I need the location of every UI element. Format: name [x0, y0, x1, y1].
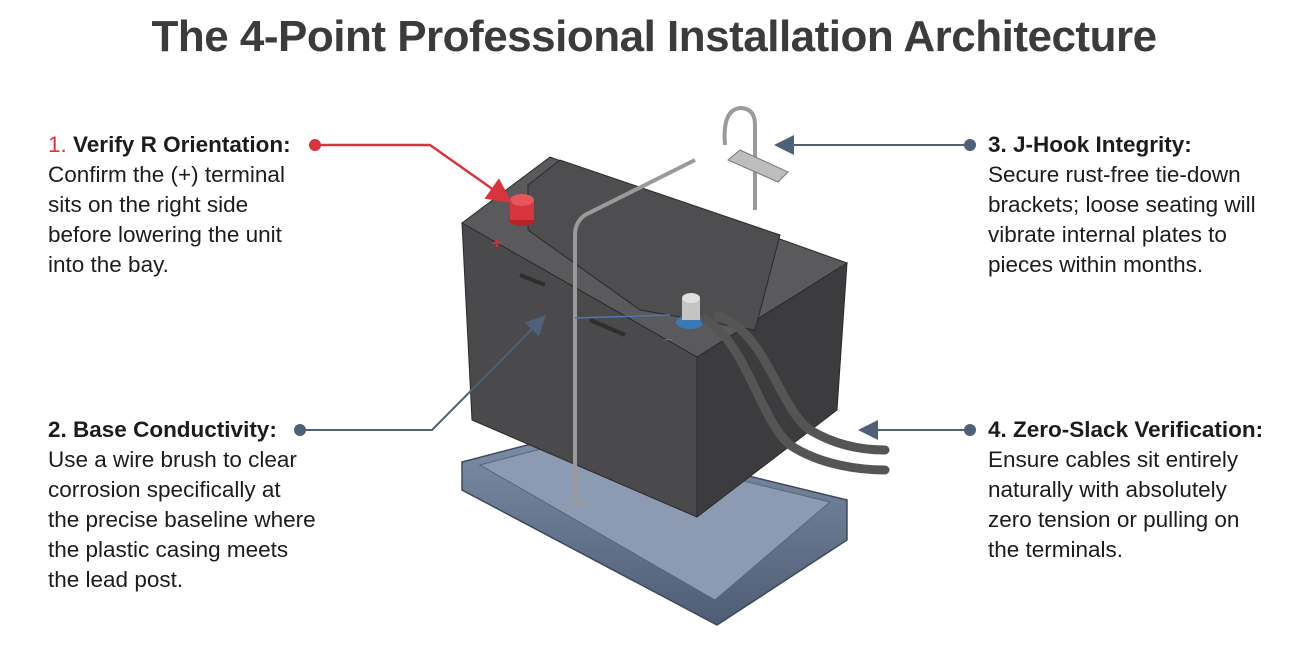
callout-text: vibrate internal plates to [988, 222, 1227, 247]
callout-line-1 [309, 139, 513, 203]
callout-text: the terminals. [988, 537, 1124, 562]
callout-text: into the bay. [48, 252, 169, 277]
page-title: The 4-Point Professional Installation Ar… [151, 12, 1157, 61]
callout-line-4 [858, 420, 976, 440]
callout-j-hook-integrity: 3. J-Hook Integrity: Secure rust-free ti… [988, 130, 1298, 280]
callout-heading: J-Hook Integrity: [1013, 132, 1192, 157]
callout-text: the plastic casing meets [48, 537, 289, 562]
positive-symbol: + [492, 235, 501, 252]
callout-zero-slack: 4. Zero-Slack Verification: Ensure cable… [988, 415, 1298, 565]
callout-text: Secure rust-free tie-down [988, 162, 1241, 187]
negative-symbol: − [664, 332, 673, 349]
callout-text: zero tension or pulling on [988, 507, 1240, 532]
callout-heading: Zero-Slack Verification: [1013, 417, 1264, 442]
callout-number: 4. [988, 417, 1007, 442]
callout-text: corrosion specifically at [48, 477, 281, 502]
callout-text: Ensure cables sit entirely [988, 447, 1239, 472]
callout-text: pieces within months. [988, 252, 1204, 277]
callout-text: Use a wire brush to clear [48, 447, 297, 472]
callout-verify-orientation: 1. Verify R Orientation: Confirm the (+)… [48, 130, 368, 280]
negative-terminal: − [664, 293, 704, 349]
positive-terminal: + [492, 194, 535, 252]
callout-text: naturally with absolutely [988, 477, 1227, 502]
callout-heading: Verify R Orientation: [73, 132, 291, 157]
callout-number: 2. [48, 417, 67, 442]
battery-body [461, 156, 849, 519]
callout-line-3 [774, 135, 976, 155]
callout-text: brackets; loose seating will [988, 192, 1256, 217]
callout-text: the precise baseline where [48, 507, 316, 532]
callout-text: Confirm the (+) terminal [48, 162, 285, 187]
battery-cables [700, 311, 890, 475]
callout-text: sits on the right side [48, 192, 249, 217]
callout-text: the lead post. [48, 567, 184, 592]
j-hook [722, 105, 789, 210]
callout-heading: Base Conductivity: [73, 417, 277, 442]
callout-line-2 [294, 314, 671, 436]
callout-number: 3. [988, 132, 1007, 157]
callout-number: 1. [48, 132, 67, 157]
callout-text: before lowering the unit [48, 222, 282, 247]
hold-down-rod [573, 158, 696, 505]
callout-base-conductivity: 2. Base Conductivity: Use a wire brush t… [48, 415, 368, 595]
